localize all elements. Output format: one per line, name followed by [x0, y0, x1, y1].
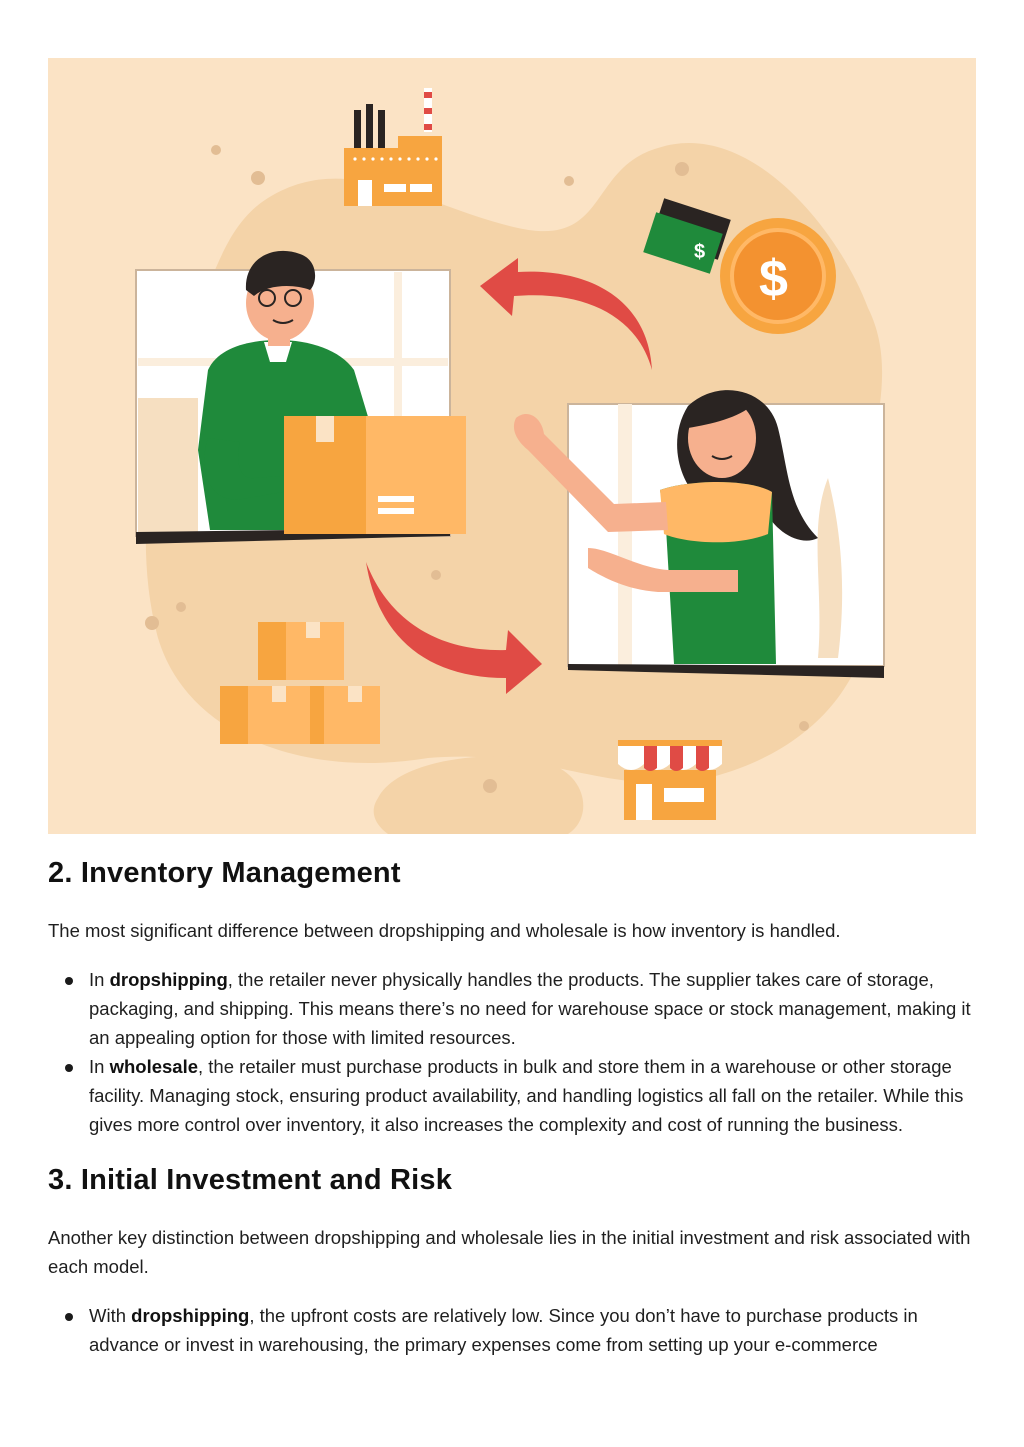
background-blob-bottom: [373, 756, 584, 834]
section-heading-inventory: 2. Inventory Management: [48, 857, 401, 889]
article: $ $: [48, 58, 976, 1359]
svg-text:$: $: [694, 241, 705, 263]
bullet-icon: [65, 977, 73, 985]
svg-text:$: $: [759, 250, 788, 308]
section-intro-risk: Another key distinction between dropship…: [48, 1227, 971, 1277]
hero-illustration: $ $: [48, 58, 976, 834]
cash-icon: $: [643, 198, 731, 274]
store-icon: [618, 740, 722, 820]
bullet-icon: [65, 1064, 73, 1072]
arrow-icon: [366, 258, 652, 694]
list-item: In dropshipping, the retailer never phys…: [48, 965, 976, 1052]
factory-icon: [344, 88, 442, 206]
inventory-list: In dropshipping, the retailer never phys…: [48, 965, 976, 1139]
list-item: In wholesale, the retailer must purchase…: [48, 1052, 976, 1139]
section-heading-risk: 3. Initial Investment and Risk: [48, 1164, 453, 1196]
customer-window: [513, 390, 885, 678]
bullet-icon: [65, 1313, 73, 1321]
coin-dollar-icon: $: [720, 218, 836, 334]
supplier-window: [135, 250, 466, 544]
box-icon: [220, 622, 380, 744]
section-intro-inventory: The most significant difference between …: [48, 920, 841, 941]
risk-list: With dropshipping, the upfront costs are…: [48, 1301, 976, 1359]
list-item: With dropshipping, the upfront costs are…: [48, 1301, 976, 1359]
